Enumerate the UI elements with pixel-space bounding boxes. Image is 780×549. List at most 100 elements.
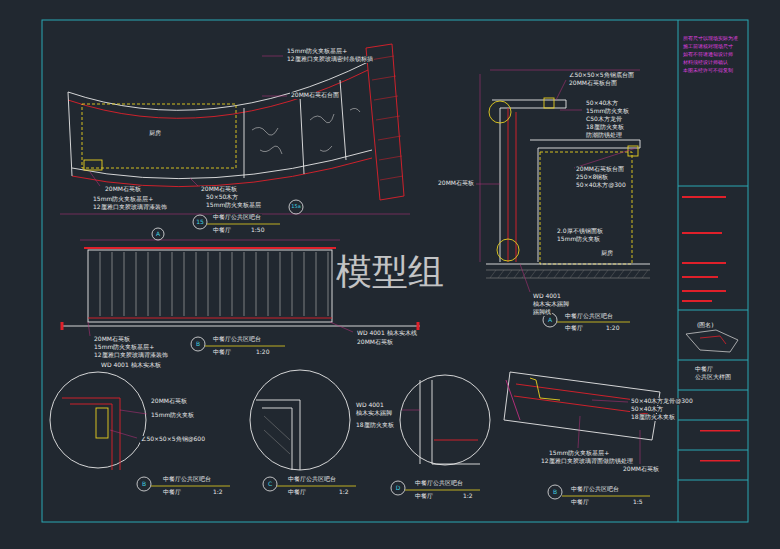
title-underlines [557,322,630,323]
material-note: WD 4001 [355,402,385,409]
callout-number: A [155,231,161,238]
drawing-scale: 1:5 [632,499,644,506]
title-underlines [405,490,480,491]
title-underlines [151,224,650,496]
material-note: 18厘防火夹板 [355,422,395,429]
material-note: 20MM石英石台面 [290,92,340,99]
detail-section-b [592,400,628,402]
material-note: 50×40木方 [630,406,664,413]
material-note: ∠50×50×5角钢@600 [140,436,206,443]
title-block-bars [700,430,740,432]
material-note: 15mm防火夹板基层+ [92,196,154,203]
material-note: 踢脚线 [532,309,552,316]
material-note: 20MM石英板 [104,186,142,193]
bar-section [486,264,650,265]
drawing-title: 中餐厅公共区吧台 [570,486,620,493]
drawing-scale: 1:2 [462,493,474,500]
title-block-bars [682,262,726,264]
drawing-subtitle: 中餐厅 [212,349,232,356]
material-note: 20MM石英板台面 [575,166,625,173]
bar-section [480,74,481,262]
bar-elevation [62,326,420,327]
room-name: 厨房 [148,130,162,137]
detail-circles [96,408,108,438]
callout-number: C [267,481,273,488]
drawing-title: 中餐厅公共区吧台 [564,313,614,320]
callout-bubbles [193,215,207,229]
drawing-subtitle: 中餐厅 [162,489,182,496]
bar-plan [252,108,360,154]
bar-section [628,146,638,156]
detail-section-b [578,416,580,448]
bar-section [497,239,519,261]
material-note: 20MM石英板台面 [568,80,618,87]
general-note: 施工前请核对现场尺寸 [682,44,734,50]
leader-lines [190,178,198,186]
material-note: 50×40木方龙骨@300 [630,398,694,405]
material-note: 15mm防火夹板 [150,412,195,419]
leader-lines [402,410,420,411]
callout-number: B [141,481,147,488]
title-underlines [205,346,285,347]
title-block-bars [682,300,712,302]
material-note: 18厘防火木夹板 [630,414,676,421]
bar-elevation [80,240,340,241]
callout-bubbles [152,228,164,240]
drawing-title: 中餐厅公共区吧台 [414,480,464,487]
sheet-frame [678,360,748,361]
detail-circles [50,372,146,468]
bar-plan [68,92,72,176]
material-note: ∠50×50×5角钢底台面 [568,72,635,79]
sheet-frame [42,20,748,522]
leader-lines [120,410,147,414]
callout-number: 15 [195,219,205,226]
bar-elevation [61,322,64,330]
callout-number: A [547,317,553,324]
leader-lines [88,322,90,336]
title-block-text: (图名) [696,322,715,329]
material-note: 12厘雅口夹胶玻璃背漆装饰 [92,204,168,211]
detail-circles [256,400,300,470]
callout-bubbles [391,481,405,495]
material-note: 防潮防锈处理 [585,132,623,139]
bar-plan [68,62,368,110]
leader-lines [110,430,137,438]
sheet-frame [678,390,748,391]
drawing-title: 中餐厅公共区吧台 [212,214,262,221]
material-note: 12厘雅口夹胶玻璃背漆装饰 [93,352,169,359]
detail-circles [62,398,120,470]
callout-number: 15a [290,204,301,210]
callout-number: B [195,341,201,348]
material-note: 柚木实木踢脚 [532,301,570,308]
leader-lines [88,56,636,438]
leader-lines [520,264,530,292]
title-underlines [207,224,280,225]
bar-elevation [88,250,332,322]
drawing-title: 中餐厅公共区吧台 [162,476,212,483]
material-note: 15mm防火夹板基层+ [93,344,155,351]
material-note: 15mm防火夹板基层+ [548,450,610,457]
bar-elevation [100,252,328,316]
title-block-text: 中餐厅 [694,366,714,373]
callout-bubbles [137,200,562,499]
drawing-subtitle: 中餐厅 [414,493,434,500]
bar-section [530,140,640,262]
bar-section [490,270,648,278]
material-note: 20MM石英板 [93,336,131,343]
detail-circles [434,440,478,441]
bar-elevation [84,247,336,249]
drawing-title: 中餐厅公共区吧台 [212,336,262,343]
detail-section-b [506,380,520,420]
drawing-title: 中餐厅公共区吧台 [287,476,337,483]
bar-elevation [417,322,420,330]
callout-bubbles [289,200,303,214]
material-note: 12厘雅口夹胶玻璃密封条锁标插 [286,56,374,63]
detail-circles [400,375,490,465]
bar-plan [60,44,410,214]
drawing-subtitle: 中餐厅 [287,489,307,496]
detail-circles [50,370,490,470]
drawing-scale: 1:20 [605,325,620,332]
bar-plan [68,70,368,118]
bar-plan [370,56,403,180]
sheet-frame [678,450,748,451]
